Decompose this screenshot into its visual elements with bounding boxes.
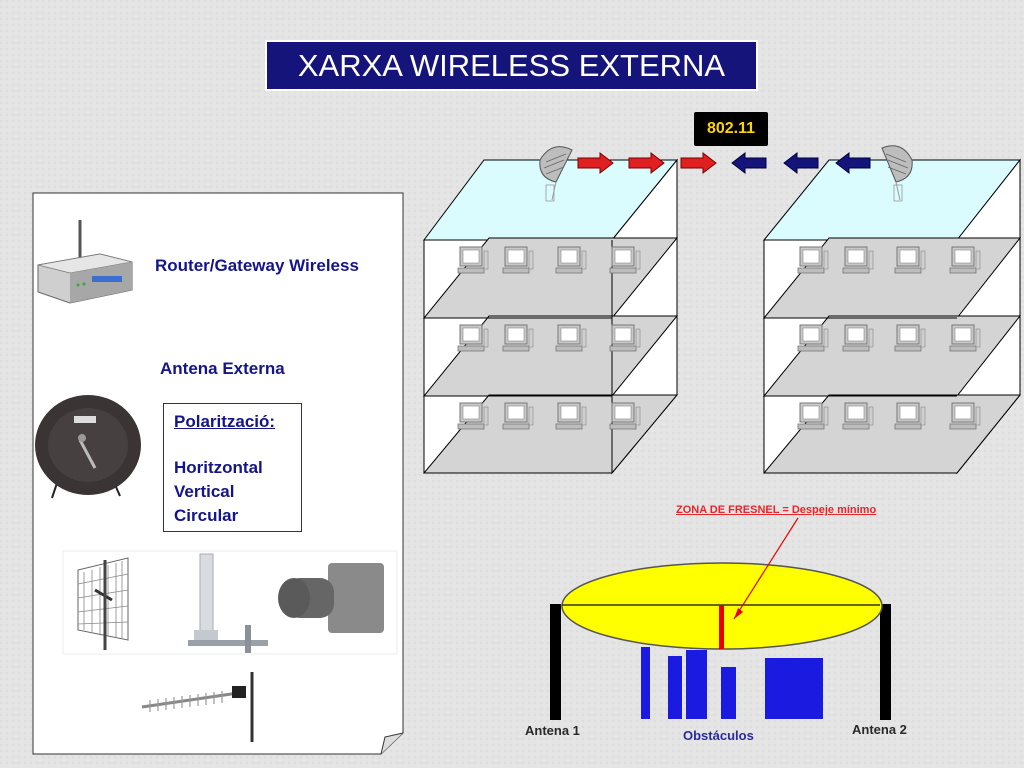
- polarization-option: Circular: [174, 506, 239, 525]
- fresnel-zone-label: ZONA DE FRESNEL = Despeje mínimo: [676, 504, 877, 516]
- obstacle-3: [686, 650, 707, 719]
- antenna2-label: Antena 2: [852, 722, 907, 737]
- folded-corner: [380, 732, 404, 755]
- router-icon: [37, 220, 133, 304]
- polarization-option: Vertical: [174, 482, 235, 501]
- obstacle-5: [765, 658, 823, 719]
- obstacle-1: [641, 647, 650, 719]
- arrow-right-1: [577, 151, 614, 175]
- dish-antenna-icon: [35, 395, 141, 499]
- omni-antenna-icon: [188, 553, 268, 653]
- obstacles-label: Obstáculos: [683, 728, 754, 743]
- antenna1-label: Antena 1: [525, 723, 580, 738]
- roof-antenna-right-icon: [881, 145, 913, 202]
- protocol-badge: 802.11: [694, 112, 768, 146]
- roof-antenna-left-icon: [539, 146, 573, 202]
- clearance-marker: [719, 605, 724, 649]
- polarization-option: Horitzontal: [174, 458, 263, 477]
- signal-arrows: [577, 151, 871, 175]
- obstacle-2: [668, 656, 682, 719]
- arrow-left-1: [731, 151, 767, 175]
- grid-antenna-icon: [77, 557, 129, 650]
- obstacle-4: [721, 667, 736, 719]
- antenna2-pole: [880, 604, 891, 720]
- fresnel-diagram: [550, 517, 891, 720]
- arrow-right-3: [680, 151, 717, 175]
- yagi-photo-frame: [137, 668, 266, 745]
- polarization-heading: Polarització:: [174, 412, 276, 431]
- yagi-antenna-icon: [141, 672, 254, 742]
- fresnel-pointer: [733, 517, 799, 620]
- antenna-label: Antena Externa: [160, 359, 285, 378]
- router-label: Router/Gateway Wireless: [155, 256, 359, 275]
- page-title: XARXA WIRELESS EXTERNA: [265, 40, 758, 91]
- panel-antenna-icon: [278, 563, 384, 633]
- polarization-box: Polarització: Horitzontal Vertical Circu…: [163, 403, 302, 532]
- arrow-left-3: [835, 151, 871, 175]
- arrow-left-2: [783, 151, 819, 175]
- antenna1-pole: [550, 604, 561, 720]
- arrow-right-2: [628, 151, 665, 175]
